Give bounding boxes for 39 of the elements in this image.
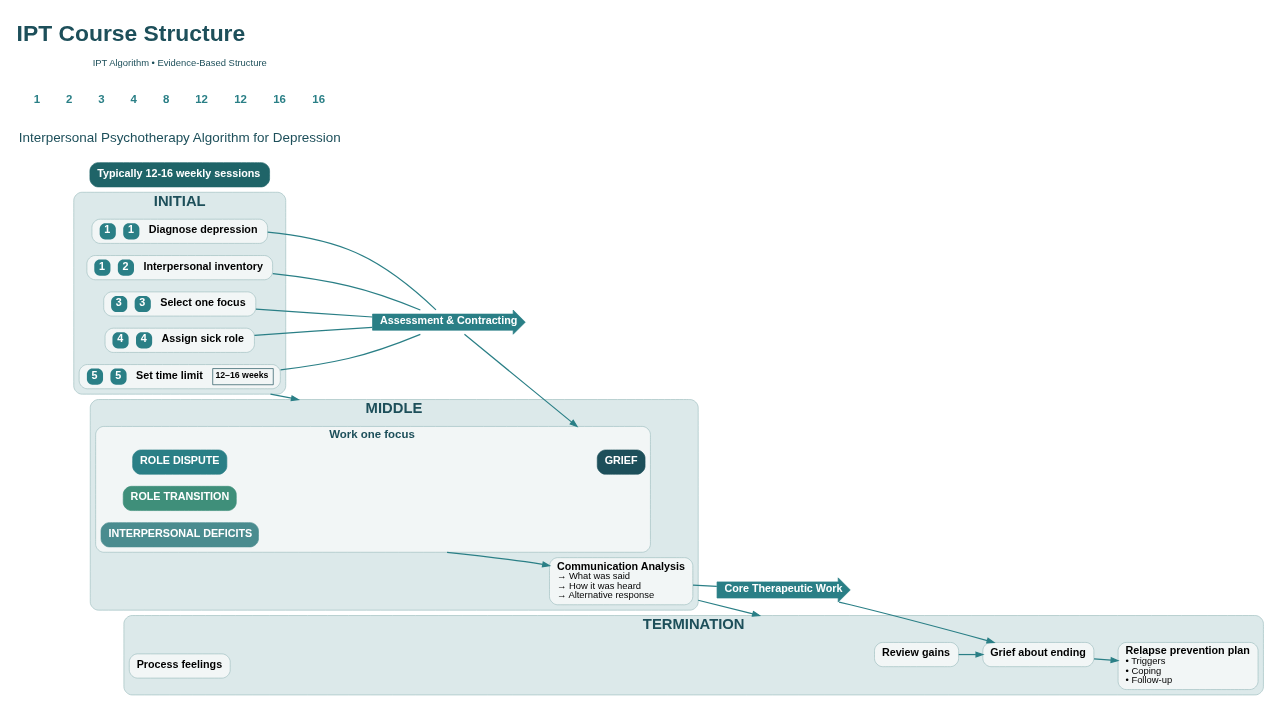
node-box: Typically 12-16 weekly sessions (89, 161, 270, 187)
node-box: 1 2 Interpersonal inventory (86, 254, 273, 280)
connector (279, 333, 421, 370)
node-box: Communication Analysis → What was said → How it was heard → Alternative response (549, 556, 694, 605)
node-box: Grief about ending (982, 641, 1095, 667)
node-box: 1 1 Diagnose depression (91, 218, 268, 244)
connector (255, 308, 373, 318)
node-box: Review gains (874, 641, 959, 667)
node-box: ROLE TRANSITION (122, 485, 237, 511)
arrow (838, 600, 996, 644)
node-box: 5 5 Set time limit 12–16 weeks (78, 363, 281, 389)
diagram-title: IPT Course Structure (16, 19, 246, 46)
node-box: Relapse prevention plan • Triggers • Coping • Follow-up (1117, 641, 1259, 690)
label: 2 (66, 92, 73, 105)
node-box: GRIEF (596, 449, 646, 475)
label: 12 (234, 92, 247, 105)
node-box: 4 4 Assign sick role (104, 327, 255, 353)
label: 4 (130, 92, 137, 105)
connector (253, 326, 373, 336)
arrow (446, 551, 552, 567)
arrow (697, 599, 762, 617)
label: 12 (195, 92, 208, 105)
connector (267, 231, 437, 310)
label: 16 (273, 92, 286, 105)
label: 3 (98, 92, 105, 105)
node-box: Process feelings (128, 653, 231, 678)
arrow (463, 333, 579, 428)
label: IPT Algorithm • Evidence-Based Structure (92, 56, 267, 68)
label: 16 (312, 92, 326, 105)
node-box: INTERPERSONAL DEFICITS (100, 521, 259, 547)
node-box: 3 3 Select one focus (103, 291, 257, 316)
connector (692, 583, 718, 587)
label: 8 (162, 92, 170, 105)
label: 1 (33, 92, 41, 105)
label: Interpersonal Psychotherapy Algorithm for Depression (18, 129, 341, 145)
arrow (269, 393, 301, 401)
arrow (1093, 656, 1120, 663)
node-box: ROLE DISPUTE (132, 449, 228, 475)
connector (272, 272, 421, 311)
